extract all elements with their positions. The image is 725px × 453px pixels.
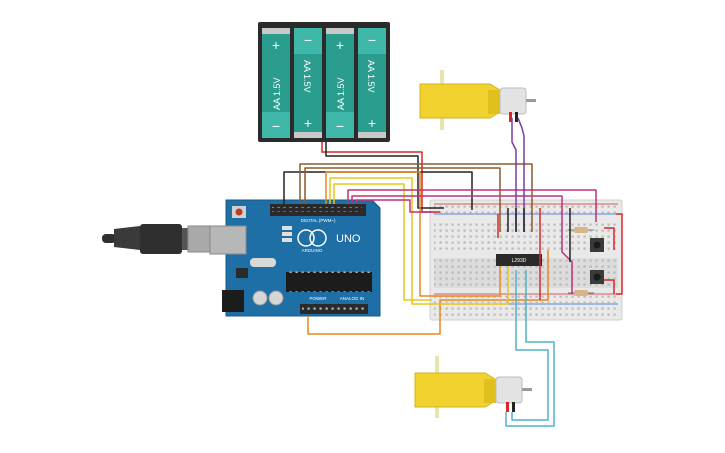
usb-port [209,225,247,255]
battery-cell-3: + − AA 1.5V [326,28,354,138]
wire-yellow-2 [333,183,432,301]
cell-4-plus: + [368,115,376,131]
battery-pack[interactable]: + − AA 1.5V − + AA 1.5V + − AA 1.5V − + … [258,22,390,142]
dc-motor-bottom[interactable] [414,356,532,418]
wire-cyan-1 [505,270,555,427]
uno-logo: UNO [336,233,361,245]
battery-cell-4: − + AA 1.5V [358,28,386,138]
digital-label: DIGITAL (PWM~) [301,218,336,223]
cell-2-plus: + [304,115,312,131]
atmega-chip [286,272,372,292]
wire-orange-2 [307,250,549,335]
wire-rail-power [616,213,623,295]
l293d-chip[interactable]: L293D [496,254,542,266]
cell-4-minus: − [368,32,376,48]
battery-cell-1: + − AA 1.5V [262,28,290,138]
wire-magenta-2 [351,195,573,294]
capacitor-2 [268,290,284,306]
cell-3-plus: + [336,37,344,53]
battery-cell-2: − + AA 1.5V [294,28,322,138]
motor-bottom-gearbox [414,372,496,408]
arduino-brand: ARDUINO [302,248,323,253]
cell-1-minus: − [272,118,280,134]
wire-brown-2 [304,167,501,232]
crystal [250,258,276,267]
usb-cable-icon[interactable] [102,224,225,254]
resistor-icon [568,227,594,233]
power-label: POWER [309,296,327,301]
cell-3-minus: − [336,118,344,134]
cell-4-label: AA 1.5V [366,60,376,93]
wire-purple-1 [511,118,517,232]
wire-red-button-2 [604,279,615,294]
cell-2-label: AA 1.5V [302,60,312,93]
wire-magenta-3 [355,199,432,213]
cell-1-plus: + [272,37,280,53]
pushbutton-icon[interactable] [590,238,604,252]
wire-cyan-2 [511,270,549,421]
power-jack [222,290,244,312]
cell-2-minus: − [304,32,312,48]
cell-3-label: AA 1.5V [336,77,346,110]
arduino-uno-board[interactable]: DIGITAL (PWM~) UNO ARDUINO POWER ANALOG … [209,199,381,317]
wire-magenta-1 [347,189,597,222]
chip-label: L293D [512,258,527,264]
pushbutton-2-icon[interactable] [590,270,604,284]
wire-battery-negative [325,142,444,209]
wire-purple-2 [517,117,525,232]
wire-brown-1 [299,163,533,232]
capacitor-1 [252,290,268,306]
arduino-logo-icon [309,229,327,247]
analog-label: ANALOG IN [340,296,365,301]
wire-red-button-1 [604,227,615,250]
battery-holder [258,22,390,142]
wires [283,117,623,427]
motor-top-can [499,87,527,115]
wire-orange-1 [325,171,501,297]
cell-1-label: AA 1.5V [272,77,282,110]
dc-motor-top[interactable] [419,70,536,130]
motor-bottom-can [495,376,523,404]
wire-yellow-1 [329,177,509,305]
